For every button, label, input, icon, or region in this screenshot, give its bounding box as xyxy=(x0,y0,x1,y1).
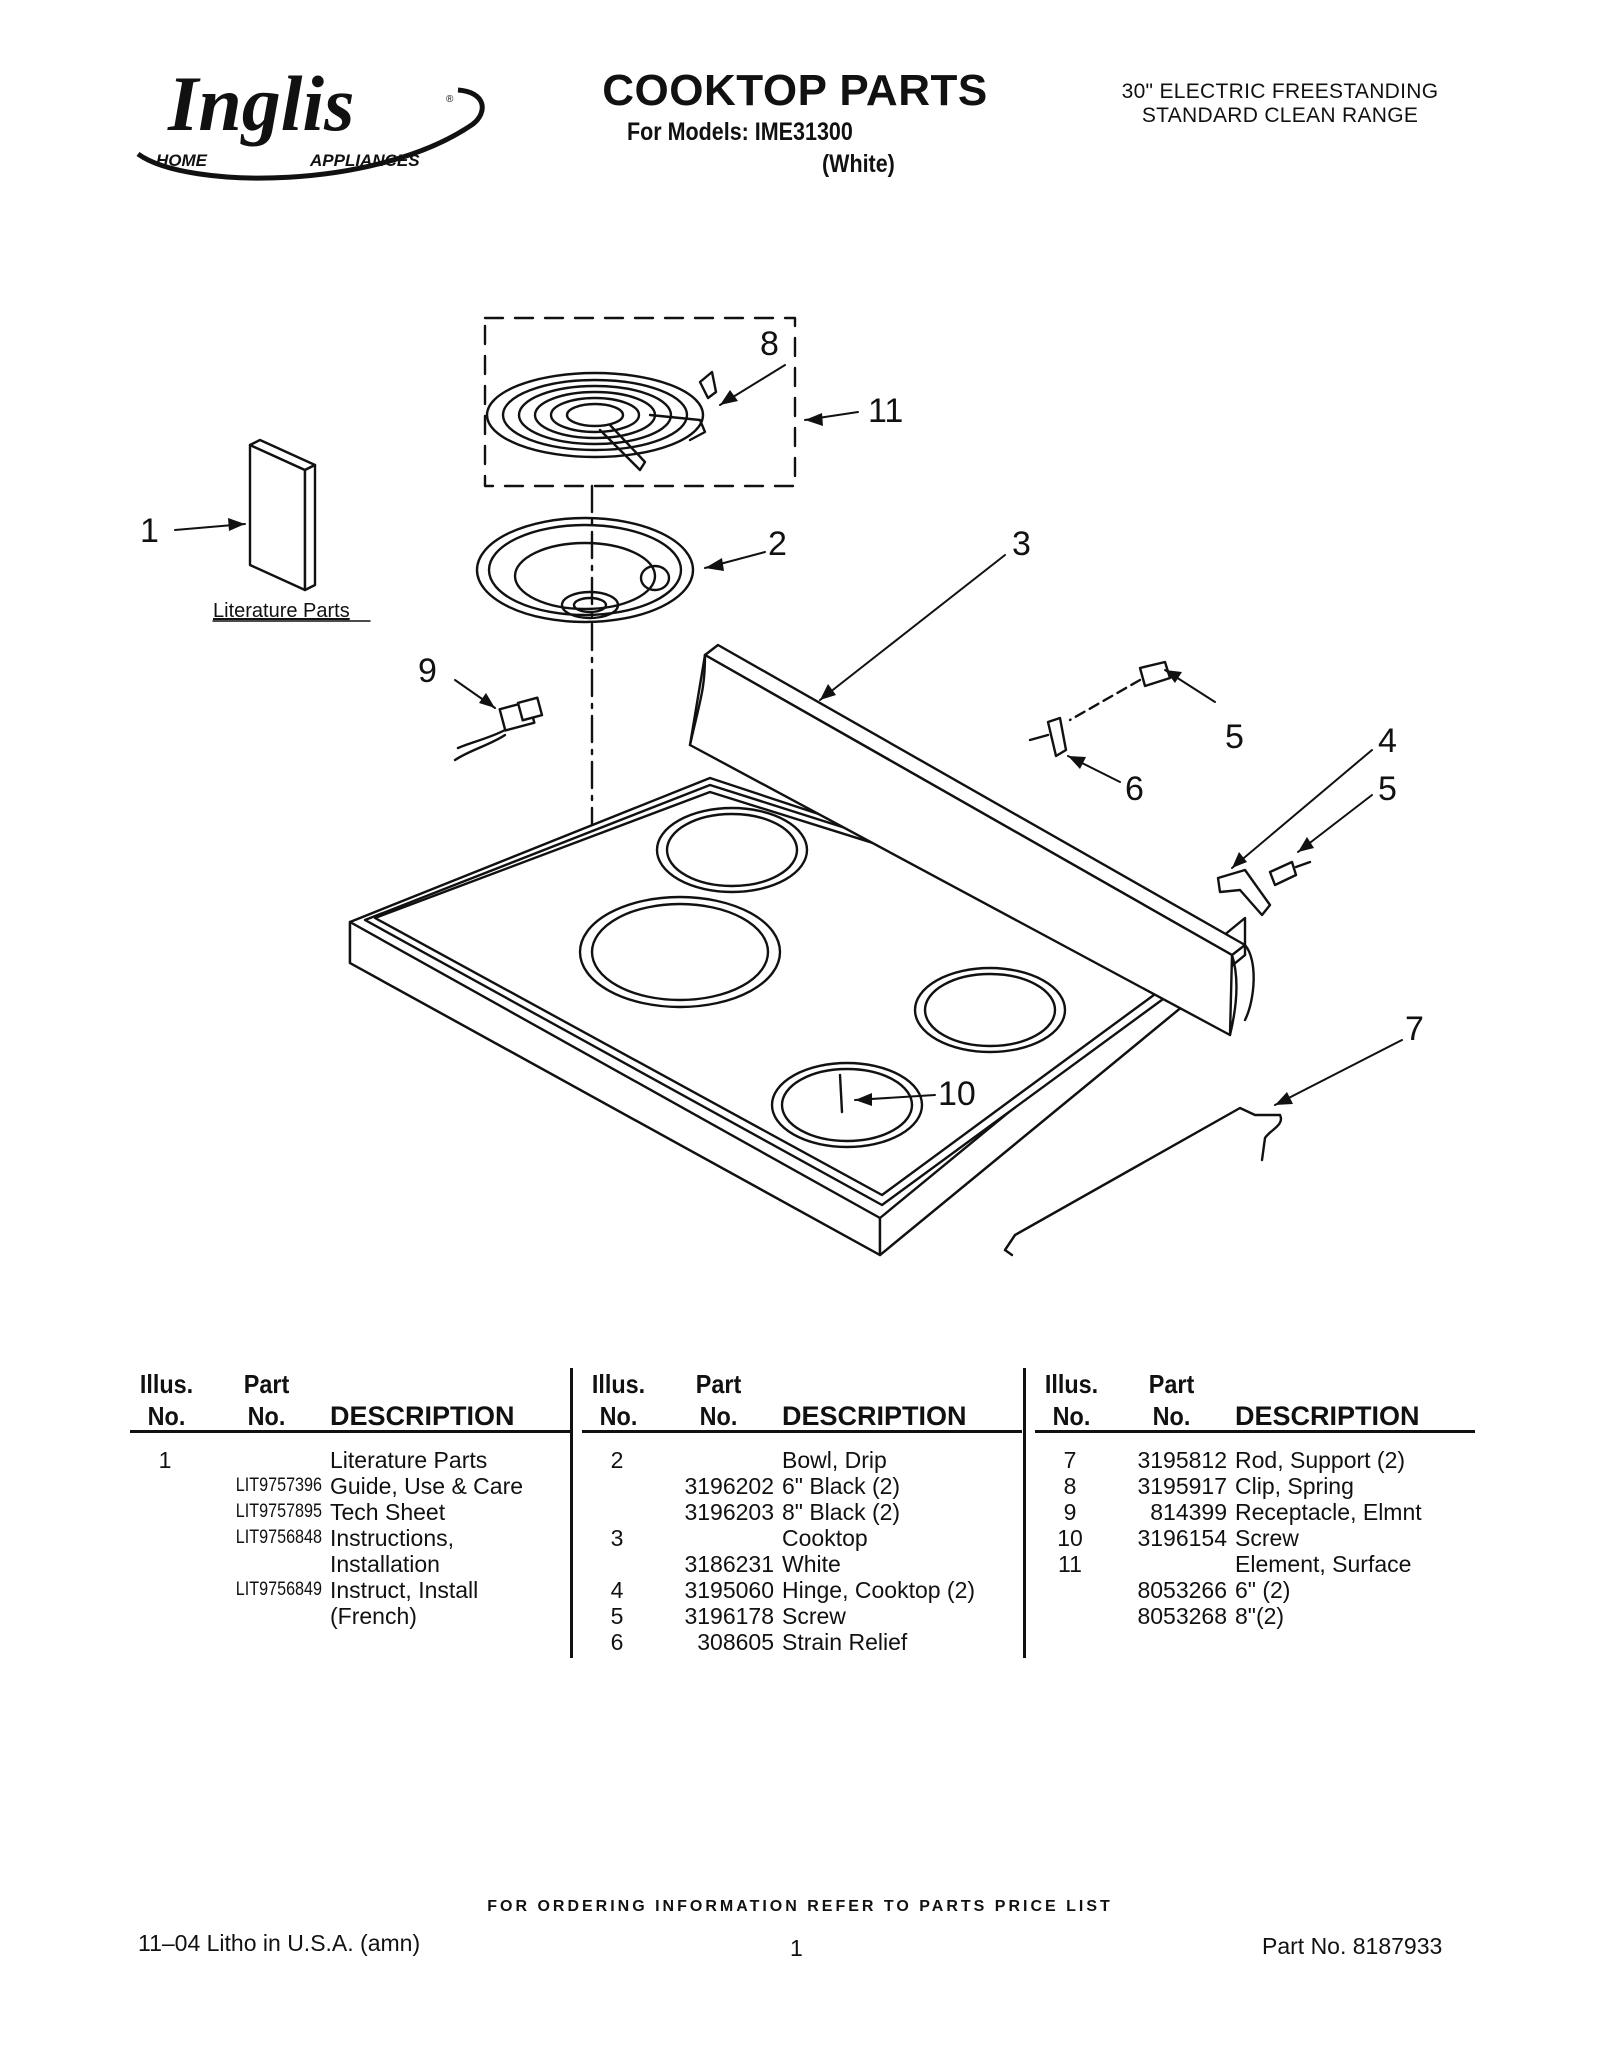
header-illus: Illus.No. xyxy=(591,1369,646,1431)
logo-sub-left: HOME xyxy=(156,151,208,170)
column-divider xyxy=(570,1368,573,1658)
callout-5-upper: 5 xyxy=(1225,718,1244,756)
callout-10: 10 xyxy=(938,1075,976,1113)
document-part-number: Part No. 8187933 xyxy=(1262,1933,1443,1959)
callout-4: 4 xyxy=(1378,722,1397,760)
models-line: For Models: IME31300 xyxy=(627,118,853,146)
callout-8: 8 xyxy=(760,325,779,363)
literature-parts-label: Literature Parts xyxy=(213,600,350,622)
callout-2: 2 xyxy=(768,525,787,563)
callout-11: 11 xyxy=(868,392,903,430)
model-variant: (White) xyxy=(822,150,895,178)
arrow-heads xyxy=(228,390,1314,1106)
page-number: 1 xyxy=(790,1935,803,1961)
table-row: (French) xyxy=(330,1603,417,1629)
litho-note: 11–04 Litho in U.S.A. (amn) xyxy=(138,1930,421,1956)
header-description: DESCRIPTION xyxy=(330,1401,515,1431)
range-line-2: STANDARD CLEAN RANGE xyxy=(1141,104,1419,127)
header-illus: Illus.No. xyxy=(139,1369,194,1431)
table-row: Installation xyxy=(330,1551,440,1577)
ordering-note: FOR ORDERING INFORMATION REFER TO PARTS … xyxy=(487,1898,1113,1915)
column-divider xyxy=(1023,1368,1026,1658)
cooktop-drawing xyxy=(348,643,1255,1257)
logo-wordmark: Inglis xyxy=(167,62,354,147)
header-description: DESCRIPTION xyxy=(1235,1401,1420,1431)
callout-6: 6 xyxy=(1125,770,1144,808)
range-line-1: 30" ELECTRIC FREESTANDING xyxy=(1121,80,1439,103)
callout-7: 7 xyxy=(1405,1010,1424,1048)
literature-booklet-drawing xyxy=(248,438,317,592)
callout-9: 9 xyxy=(418,652,437,690)
callout-1: 1 xyxy=(140,512,159,550)
callout-5-lower: 5 xyxy=(1378,770,1397,808)
drip-bowl-drawing xyxy=(475,516,695,624)
header-description: DESCRIPTION xyxy=(782,1401,967,1431)
screw-and-strain-relief-drawing xyxy=(1028,660,1172,758)
page-title: COOKTOP PARTS xyxy=(602,66,988,115)
receptacle-drawing xyxy=(453,696,544,762)
svg-text:®: ® xyxy=(446,94,454,105)
callout-3: 3 xyxy=(1012,525,1031,563)
surface-element-coil-drawing xyxy=(485,370,718,472)
range-description: 30" ELECTRIC FREESTANDING STANDARD CLEAN… xyxy=(1090,80,1470,128)
inglis-logo: Inglis HOME APPLIANCES ® xyxy=(136,62,485,181)
header-illus: Illus.No. xyxy=(1044,1369,1099,1431)
hinge-drawing xyxy=(1216,860,1312,917)
support-rod-drawing xyxy=(1003,1106,1283,1252)
logo-sub-right: APPLIANCES xyxy=(309,151,420,170)
exploded-parts-diagram: 1 2 3 4 5 5 6 7 8 9 10 11 Literature Par… xyxy=(140,316,1424,1257)
surface-element-dashed-box xyxy=(483,316,797,488)
